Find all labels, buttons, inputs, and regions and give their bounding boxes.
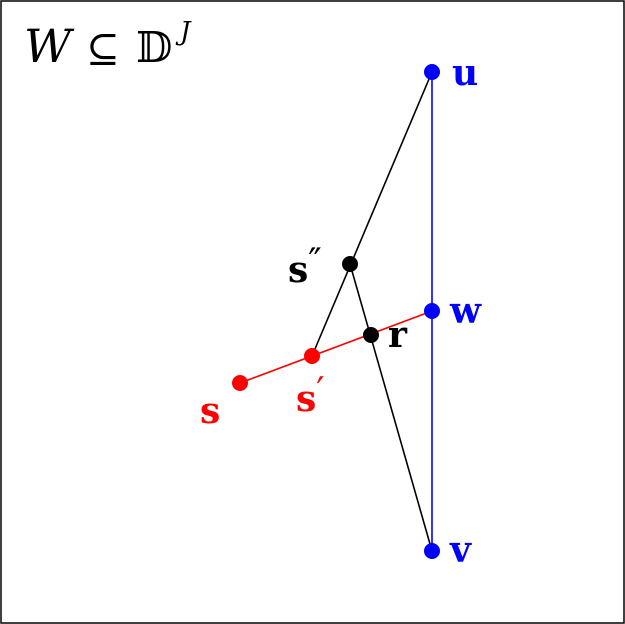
label-s-double-prime-base: s xyxy=(288,249,308,291)
label-s-double-prime: s″ xyxy=(288,242,322,291)
title: W ⊆ 𝔻 J xyxy=(24,17,192,73)
point-r xyxy=(363,327,379,343)
labels: u w v s s′ s″ r xyxy=(200,52,482,571)
point-w xyxy=(424,303,440,319)
label-u: u xyxy=(452,52,478,94)
point-s xyxy=(232,375,248,391)
label-s-double-prime-mark: ″ xyxy=(308,242,321,283)
point-v xyxy=(424,543,440,559)
title-relation: ⊆ xyxy=(86,26,120,72)
segment-u-s-prime xyxy=(311,71,433,357)
point-u xyxy=(424,64,440,80)
label-w: w xyxy=(449,290,482,332)
title-space: 𝔻 xyxy=(136,23,172,72)
title-set: W xyxy=(24,19,75,73)
label-r: r xyxy=(388,314,408,356)
label-s-prime-base: s xyxy=(296,378,316,420)
title-superscript: J xyxy=(175,17,192,47)
segment-s-double-prime-v xyxy=(349,263,433,552)
label-v: v xyxy=(449,529,472,571)
label-s-prime: s′ xyxy=(296,371,324,420)
label-s-prime-mark: ′ xyxy=(316,371,324,412)
segment-s-w xyxy=(239,310,433,384)
points xyxy=(232,64,440,559)
label-s: s xyxy=(200,390,220,432)
point-s-double-prime xyxy=(342,256,358,272)
point-s-prime xyxy=(304,348,320,364)
